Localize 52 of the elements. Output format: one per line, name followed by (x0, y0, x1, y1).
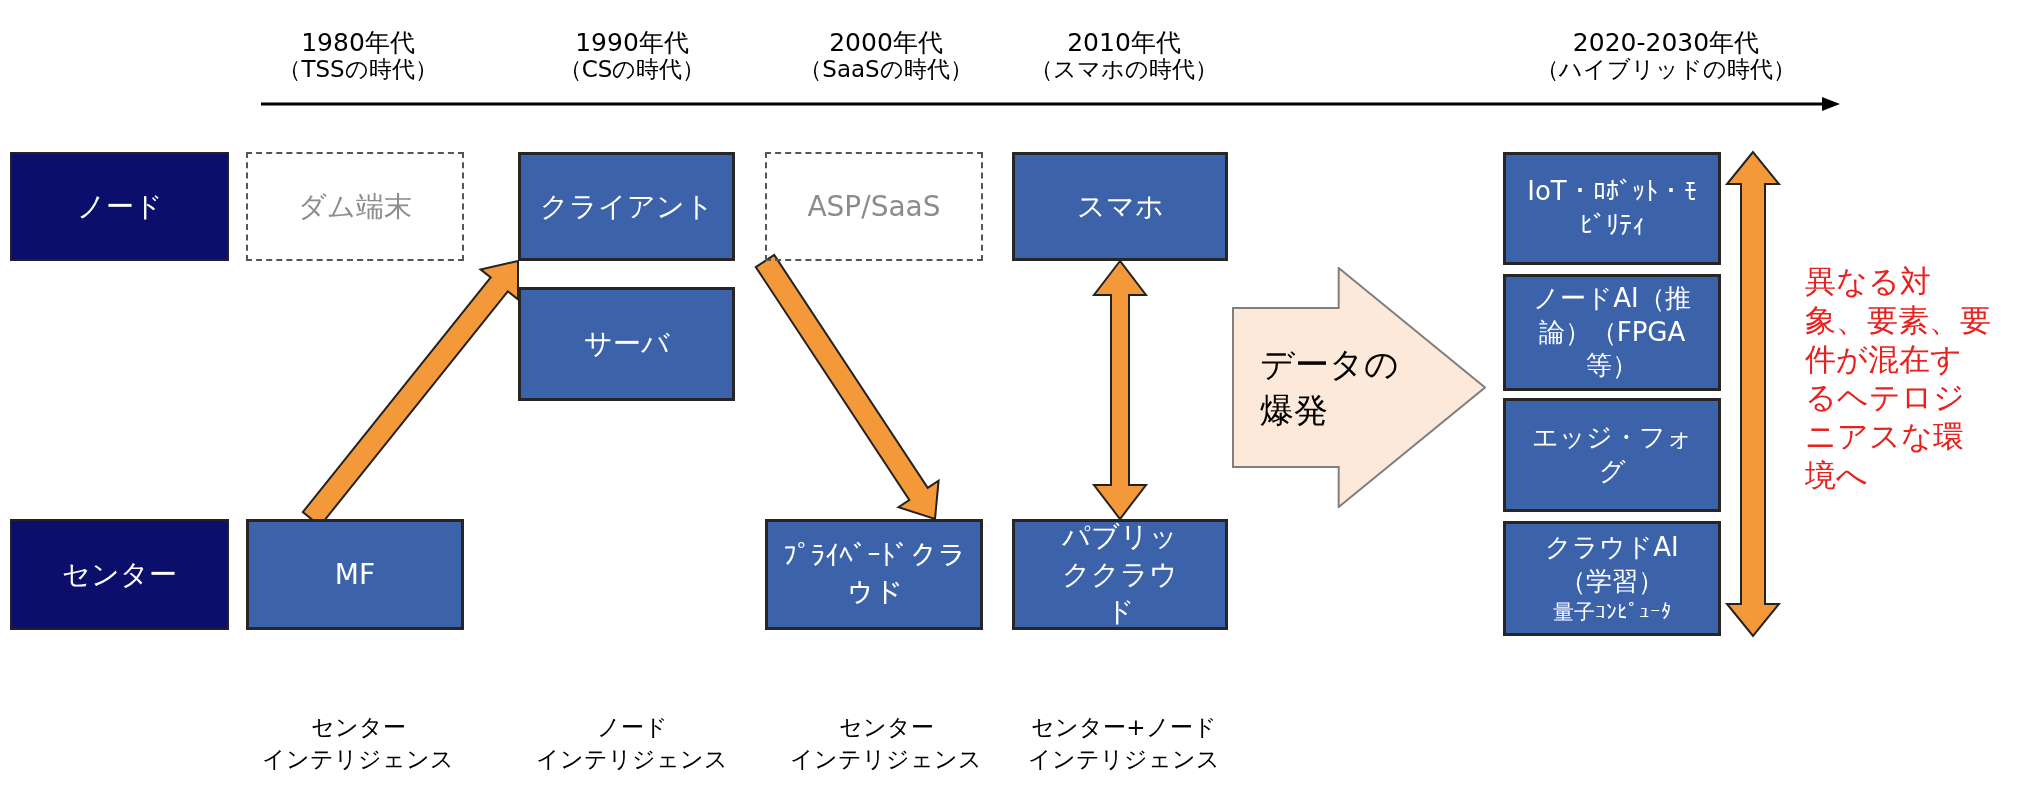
process-box (246, 519, 464, 630)
trend-label: インテリジェンス (1028, 745, 1220, 774)
node-label: パブリッククラウド (1061, 518, 1179, 631)
node-label: クラウドAI（学習） (1544, 531, 1680, 598)
node-label: エッジ・フォグ (1530, 421, 1694, 488)
node-label: ノード (76, 188, 163, 225)
era-label: （CSの時代） (558, 55, 706, 84)
process-box (1503, 521, 1721, 636)
block-arrow (754, 253, 940, 521)
era-label: （ハイブリッドの時代） (1536, 55, 1796, 84)
trend-label: インテリジェンス (262, 745, 454, 774)
process-box (518, 287, 735, 401)
trend-label: センター (310, 713, 406, 742)
era-label: 2000年代 (829, 27, 943, 58)
trend-label: センター+ノード (1031, 713, 1217, 742)
trend-label: ノード (596, 713, 668, 742)
era-label: 1990年代 (575, 27, 689, 58)
trend-label: センター (838, 713, 934, 742)
node-label: ノードAI（推論）（FPGA等） (1532, 281, 1692, 383)
era-label: 2020-2030年代 (1572, 27, 1760, 58)
node-label: IoT・ﾛﾎﾞｯﾄ・ﾓﾋﾞﾘﾃｨ (1526, 174, 1698, 242)
node-label: クライアント (539, 188, 714, 225)
node-label: MF (334, 556, 376, 593)
process-box (518, 152, 735, 261)
era-label: 1980年代 (301, 27, 415, 58)
process-box (765, 519, 983, 630)
trend-label: インテリジェンス (790, 745, 982, 774)
block-arrow-shape (1232, 267, 1486, 508)
process-box (1503, 274, 1721, 391)
node-label: センター (62, 556, 177, 593)
trend-label: インテリジェンス (536, 745, 728, 774)
block-arrow (1091, 259, 1149, 521)
node-label: ダム端末 (298, 188, 412, 225)
arrow-label: データの爆発 (1260, 342, 1400, 432)
node-label: 量子ｺﾝﾋﾟｭｰﾀ (1552, 598, 1672, 626)
era-label: 2010年代 (1067, 27, 1181, 58)
note-text: 異なる対象、要素、要件が混在するヘテロジニアスな環境へ (1805, 262, 1992, 495)
process-box (1012, 519, 1228, 630)
row-header-box (10, 519, 229, 630)
era-label: （SaaSの時代） (799, 55, 973, 84)
dashed-box (765, 152, 983, 261)
process-box (1503, 152, 1721, 265)
era-label: （TSSの時代） (278, 55, 438, 84)
dashed-box (246, 152, 464, 261)
process-box (1012, 152, 1228, 261)
process-box (1503, 398, 1721, 512)
node-label: スマホ (1076, 188, 1164, 225)
node-label: ﾌﾟﾗｲﾍﾞｰﾄﾞクラウド (782, 537, 966, 612)
node-label: ASP/SaaS (807, 188, 941, 225)
era-label: （スマホの時代） (1030, 55, 1218, 84)
node-label: サーバ (583, 326, 670, 363)
row-header-box (10, 152, 229, 261)
